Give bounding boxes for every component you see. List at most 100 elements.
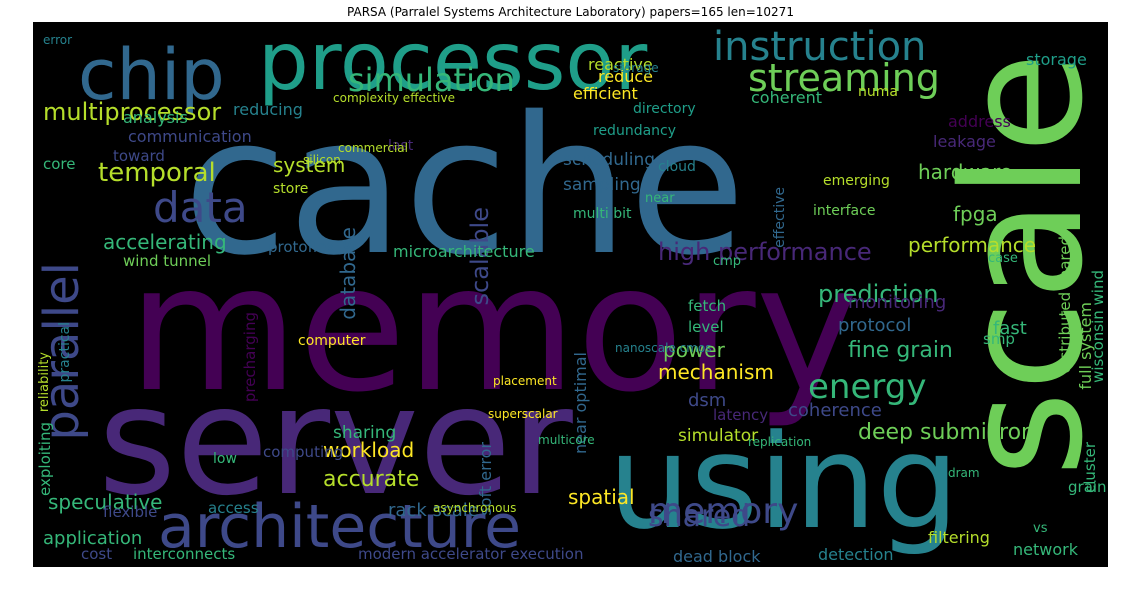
cloud-word-multicore: multicore	[538, 433, 595, 447]
cloud-word-superscalar: superscalar	[488, 407, 558, 421]
cloud-word-interface: interface	[813, 203, 876, 219]
cloud-word-cost: cost	[81, 545, 113, 563]
cloud-word-reliability: reliability	[37, 352, 52, 413]
cloud-word-sharing: sharing	[333, 423, 397, 443]
cloud-word-reducing: reducing	[233, 100, 303, 119]
cloud-word-detection: detection	[818, 545, 894, 564]
cloud-word-distributed-shared: distributed shared	[1056, 236, 1074, 374]
cloud-word-computer: computer	[298, 333, 366, 349]
cloud-word-coherence: coherence	[788, 400, 882, 421]
cloud-word-practical: practical	[57, 322, 73, 383]
cloud-word-multi-bit: multi bit	[573, 206, 632, 222]
cloud-word-wisconsin-wind: wisconsin wind	[1089, 270, 1107, 383]
cloud-word-wind-tunnel: wind tunnel	[123, 252, 212, 270]
cloud-word-server: server	[98, 355, 573, 529]
cloud-word-memory: memory	[648, 491, 799, 532]
cloud-word-toward: toward	[113, 147, 165, 165]
cloud-word-deep-submicron: deep submicron	[858, 420, 1035, 445]
cloud-word-rack-scale: rack scale	[388, 500, 479, 521]
cloud-word-application: application	[43, 528, 143, 549]
cloud-word-core: core	[43, 155, 76, 173]
cloud-word-microarchitecture: microarchitecture	[393, 242, 535, 261]
cloud-word-shared: shared	[648, 499, 751, 534]
cloud-word-cloud: cloud	[658, 159, 696, 175]
cloud-word-prediction: prediction	[818, 280, 939, 308]
cloud-word-leakage: leakage	[933, 132, 996, 151]
cloud-word-protocol: protocol	[838, 315, 912, 336]
cloud-word-latency: latency	[713, 406, 769, 424]
cloud-word-fpga: fpga	[953, 202, 998, 226]
cloud-word-workload: workload	[323, 438, 415, 462]
cloud-word-storage: storage	[613, 61, 659, 75]
cloud-word-address: address	[948, 112, 1011, 131]
cloud-word-directory: directory	[633, 101, 696, 117]
cloud-word-access: access	[208, 499, 259, 517]
cloud-word-architecture: architecture	[158, 492, 522, 562]
cloud-word-database: database	[336, 227, 360, 320]
cloud-word-flexible: flexible	[103, 503, 158, 521]
cloud-word-data: data	[153, 183, 248, 232]
cloud-word-communication: communication	[128, 127, 252, 146]
cloud-word-cache: cache	[183, 76, 746, 297]
cloud-word-level: level	[688, 318, 724, 336]
cloud-word-processor: processor	[258, 22, 648, 108]
cloud-word-commercial: commercial	[338, 141, 408, 155]
cloud-word-accurate: accurate	[323, 467, 420, 492]
cloud-word-accelerating: accelerating	[103, 230, 227, 254]
cloud-word-performance: performance	[908, 233, 1037, 257]
cloud-word-mechanism: mechanism	[658, 360, 774, 384]
cloud-word-spatial: spatial	[568, 485, 635, 509]
cloud-word-using: using	[608, 406, 960, 558]
cloud-word-protoflex: protoflex	[268, 238, 335, 256]
cloud-word-filtering: filtering	[928, 528, 990, 547]
cloud-word-simulation: simulation	[348, 61, 515, 99]
cloud-word-exploiting: exploiting	[36, 422, 54, 496]
cloud-word-placement: placement	[493, 374, 557, 388]
cloud-word-silicon: silicon	[303, 153, 341, 167]
cloud-word-dram: dram	[948, 466, 980, 480]
cloud-word-asynchronous: asynchronous	[433, 501, 517, 515]
cloud-word-reactive: reactive	[588, 55, 653, 74]
cloud-word-last: last	[388, 138, 414, 154]
cloud-word-temporal: temporal	[98, 158, 216, 188]
cloud-word-power: power	[663, 338, 725, 362]
cloud-word-cmp: cmp	[713, 254, 742, 269]
cloud-word-fine-grain: fine grain	[848, 338, 953, 363]
cloud-word-analysis: analysis	[123, 108, 188, 127]
cloud-word-computing: computing	[263, 443, 344, 461]
cloud-word-simulator: simulator	[678, 426, 759, 446]
cloud-word-complexity-effective: complexity effective	[333, 91, 455, 105]
cloud-word-numa: numa	[858, 84, 898, 100]
cloud-word-storage: storage	[1026, 50, 1087, 69]
cloud-word-low: low	[213, 451, 237, 467]
cloud-word-scheduling: scheduling	[563, 150, 656, 170]
cloud-word-interconnects: interconnects	[133, 545, 236, 563]
cloud-word-monitoring: monitoring	[848, 292, 947, 313]
cloud-word-precharging: precharging	[241, 312, 259, 403]
cloud-word-chip: chip	[78, 34, 225, 116]
cloud-word-redundancy: redundancy	[593, 123, 677, 139]
cloud-word-smp: smp	[983, 330, 1015, 348]
cloud-word-efficient: efficient	[573, 84, 638, 103]
cloud-word-dsm: dsm	[688, 390, 727, 411]
cloud-word-error: error	[43, 33, 73, 47]
cloud-word-memory: memory	[128, 228, 860, 431]
cloud-word-coherent: coherent	[751, 88, 823, 107]
cloud-word-hardware: hardware	[918, 160, 1013, 184]
cloud-word-multiprocessor: multiprocessor	[43, 98, 222, 126]
cloud-word-nanoscale-cmos: nanoscale cmos	[615, 341, 712, 355]
cloud-word-emerging: emerging	[823, 173, 890, 189]
cloud-word-sampling: sampling	[563, 175, 641, 195]
cloud-word-effective: effective	[772, 187, 788, 248]
cloud-word-dead-block: dead block	[673, 547, 761, 566]
cloud-word-streaming: streaming	[748, 56, 940, 100]
cloud-word-fetch: fetch	[688, 297, 727, 315]
cloud-word-fast: fast	[993, 318, 1027, 339]
cloud-word-energy: energy	[808, 367, 927, 407]
cloud-word-grain: grain	[1068, 478, 1107, 496]
cloud-word-modern-accelerator-execution: modern accelerator execution	[358, 545, 584, 563]
cloud-word-high-performance: high performance	[658, 238, 872, 266]
cloud-word-instruction: instruction	[713, 24, 927, 70]
